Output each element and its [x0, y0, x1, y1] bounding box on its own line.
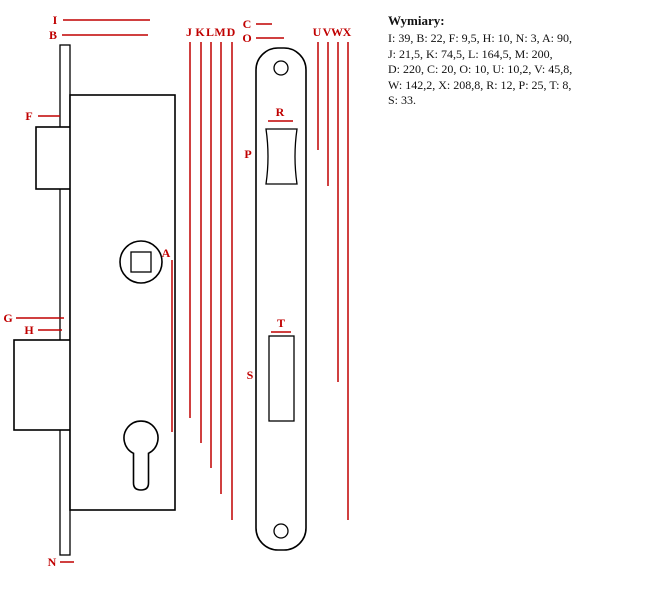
dimensions-legend: Wymiary: I: 39, B: 22, F: 9,5, H: 10, N:… [388, 13, 638, 109]
screw-hole-bottom [273, 523, 289, 539]
dimension-labels: I B F G H N J K L M D C O U V W X A R P … [3, 13, 351, 569]
dim-label-S: S [247, 368, 254, 382]
dim-label-H: H [24, 323, 34, 337]
dim-label-J: J [186, 25, 192, 39]
screw-hole-top [273, 60, 289, 76]
deadbolt-cutout [268, 335, 295, 422]
dim-label-C: C [243, 17, 252, 31]
lock-case [69, 94, 176, 511]
legend-line: I: 39, B: 22, F: 9,5, H: 10, N: 3, A: 90… [388, 31, 573, 45]
dim-label-I: I [53, 13, 58, 27]
dim-label-P: P [244, 147, 251, 161]
dim-label-M: M [214, 25, 225, 39]
dim-label-T: T [277, 316, 285, 330]
dim-label-X: X [343, 25, 352, 39]
legend-line: S: 33. [388, 93, 417, 107]
dead-bolt [13, 339, 72, 431]
dim-label-O: O [242, 31, 251, 45]
lock-body-figure [13, 44, 176, 556]
dim-label-U: U [313, 25, 322, 39]
dim-label-A: A [162, 246, 171, 260]
spindle-square-hole [130, 251, 152, 273]
dim-label-L: L [206, 25, 214, 39]
legend-line: W: 142,2, X: 208,8, R: 12, P: 25, T: 8, [388, 77, 572, 92]
dim-label-N: N [48, 555, 57, 569]
latch-bolt [35, 126, 72, 190]
legend-title: Wymiary: [388, 13, 445, 28]
faceplate-front [255, 47, 307, 551]
dim-label-F: F [25, 109, 32, 123]
dim-label-G: G [3, 311, 12, 325]
legend-line: D: 220, C: 20, O: 10, U: 10,2, V: 45,8, [388, 62, 573, 76]
dim-label-W: W [331, 25, 343, 39]
dim-label-V: V [323, 25, 332, 39]
lock-faceplate-edge [59, 44, 71, 556]
dimension-lines [16, 19, 349, 563]
euro-cylinder-hole [123, 420, 159, 491]
dim-label-R: R [276, 105, 285, 119]
dim-label-K: K [195, 25, 205, 39]
dim-label-B: B [49, 28, 57, 42]
latch-cutout [265, 128, 298, 185]
faceplate-figure [255, 47, 307, 551]
legend-line: J: 21,5, K: 74,5, L: 164,5, M: 200, [388, 46, 553, 61]
dim-label-D: D [227, 25, 236, 39]
